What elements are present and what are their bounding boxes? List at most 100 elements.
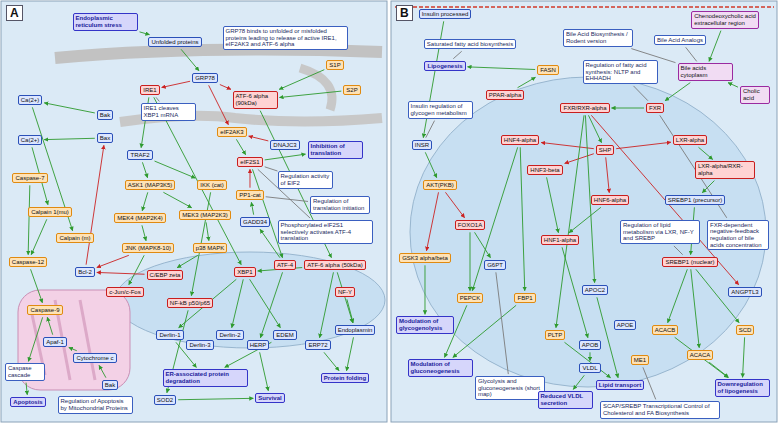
node-label: SREBP1 (nuclear) xyxy=(665,259,714,266)
node-label: G6PT xyxy=(487,262,503,269)
transcription-factor-box: NF-Y xyxy=(335,287,355,298)
protein-box: Bax xyxy=(97,133,113,144)
node-label: PEPCK xyxy=(460,295,480,302)
note-box: SCAP/SREBP Transcriptional Control of Ch… xyxy=(600,401,720,418)
node-label: SHP xyxy=(599,147,611,154)
node-label: Saturated fatty acid biosynthesis xyxy=(427,41,513,48)
connector xyxy=(251,202,253,214)
transcription-factor-box: c-Jun/c-Fos xyxy=(106,287,143,298)
transcription-factor-box: HNF3-beta xyxy=(527,165,562,176)
node-label: Ca(2+) xyxy=(21,97,40,104)
connector xyxy=(44,103,95,113)
node-label: MEK3 (MAP2K3) xyxy=(182,212,228,219)
protein-box: APOB xyxy=(579,340,602,351)
connector xyxy=(699,147,713,159)
transcription-factor-box: ATF-6 alpha (50kDa) xyxy=(304,260,366,271)
enzyme-box: Calpain 1(mu) xyxy=(28,207,72,218)
connector xyxy=(142,162,147,177)
node-label: PLTP xyxy=(548,332,563,339)
protein-box: G6PT xyxy=(484,260,506,271)
node-label: Derlin-1 xyxy=(159,332,180,339)
transcription-factor-box: C/EBP zeta xyxy=(147,270,184,281)
node-label: Bcl-2 xyxy=(78,269,92,276)
process-box: Inhibition of translation xyxy=(308,141,363,158)
nucleus xyxy=(115,252,385,348)
protein-box: APOE xyxy=(614,320,637,331)
protein-box: Unfolded proteins xyxy=(148,37,201,48)
transcription-factor-box: ATF-6 alpha (90kDa) xyxy=(233,91,278,108)
connector xyxy=(99,365,106,377)
note-box: Regulation of fatty acid synthesis: NLTP… xyxy=(583,60,658,84)
protein-box: Derlin-1 xyxy=(156,330,183,341)
node-label: ATF-6 alpha (50kDa) xyxy=(307,262,363,269)
enzyme-box: JNK (MAPK8-10) xyxy=(122,243,174,254)
connector xyxy=(47,317,52,334)
node-label: Chenodeoxycholic acid xyxy=(694,13,756,20)
node-label: S1P xyxy=(329,62,340,69)
connector xyxy=(573,375,584,389)
node-label: SREBP1 (precursor) xyxy=(668,197,723,204)
node-label: ASK1 (MAP3K5) xyxy=(128,182,173,189)
connector xyxy=(691,269,699,347)
protein-box: Ca(2+) xyxy=(18,135,43,146)
node-label: JNK (MAPK8-10) xyxy=(125,245,171,252)
connector xyxy=(556,115,584,327)
compound-box: Bile acids cytoplasm xyxy=(678,63,733,80)
enzyme-box: SCD xyxy=(736,325,755,336)
protein-box: GRP78 xyxy=(192,73,218,84)
enzyme-box: S2P xyxy=(343,85,360,96)
connector xyxy=(445,192,464,217)
connector xyxy=(97,255,129,267)
connector xyxy=(675,337,728,377)
protein-box: APOC2 xyxy=(582,285,608,296)
transcription-factor-box: SHP xyxy=(596,145,614,156)
panel-letter: B xyxy=(396,5,413,21)
compound-box: Cholic acid xyxy=(740,86,770,103)
connector xyxy=(86,145,104,264)
connector xyxy=(142,225,146,240)
node-label: MEK4 (MAP2K4) xyxy=(117,215,163,222)
node-label: Calpain (m) xyxy=(59,235,90,242)
process-box: Apoptosis xyxy=(10,397,45,408)
enzyme-box: PEPCK xyxy=(457,293,483,304)
node-label: PPAR-alpha xyxy=(489,92,522,99)
connector xyxy=(518,77,536,87)
connector xyxy=(612,108,645,109)
connector xyxy=(468,67,536,70)
protein-box: Bcl-2 xyxy=(75,267,95,278)
note-box: Regulation of Apoptosis by Mitochondrial… xyxy=(58,396,133,413)
node-label: extracellular region xyxy=(694,20,756,27)
node-label: Inhibition of translation xyxy=(311,143,360,156)
node-label: Glycolysis and gluconeogenesis (short ma… xyxy=(478,378,542,398)
node-label: Regulation of lipid metabolism via LXR, … xyxy=(623,222,697,242)
connector xyxy=(250,279,281,327)
protein-box: Cytochrome c xyxy=(73,353,116,364)
connector xyxy=(347,299,353,322)
node-label: eIF2S1 xyxy=(240,159,259,166)
connector xyxy=(453,305,516,357)
node-label: FXR-dependent negative-feedback regulati… xyxy=(710,222,766,248)
connector xyxy=(265,167,278,171)
connector xyxy=(453,51,461,58)
connector xyxy=(569,207,601,232)
node-label: ATF-6 alpha (90kDa) xyxy=(236,93,275,106)
connector xyxy=(178,398,253,399)
enzyme-box: Calpain (m) xyxy=(56,233,93,244)
node-label: APOB xyxy=(582,342,599,349)
connector xyxy=(266,197,308,202)
node-label: Unfolded proteins xyxy=(151,39,198,46)
connector xyxy=(668,269,688,322)
node-label: HNF4-alpha xyxy=(504,137,536,144)
node-label: DNAJC3 xyxy=(273,142,296,149)
node-label: IRE1 cleaves XBP1 mRNA xyxy=(144,105,193,118)
protein-box: Bak xyxy=(102,380,118,391)
node-label: VLDL xyxy=(582,365,597,372)
connector xyxy=(206,222,209,240)
protein-box: TRAF2 xyxy=(127,150,152,161)
connector xyxy=(140,32,150,35)
node-label: XBP1 xyxy=(237,269,252,276)
node-label: Calpain 1(mu) xyxy=(31,209,69,216)
connector xyxy=(28,185,30,254)
connector xyxy=(565,154,594,164)
